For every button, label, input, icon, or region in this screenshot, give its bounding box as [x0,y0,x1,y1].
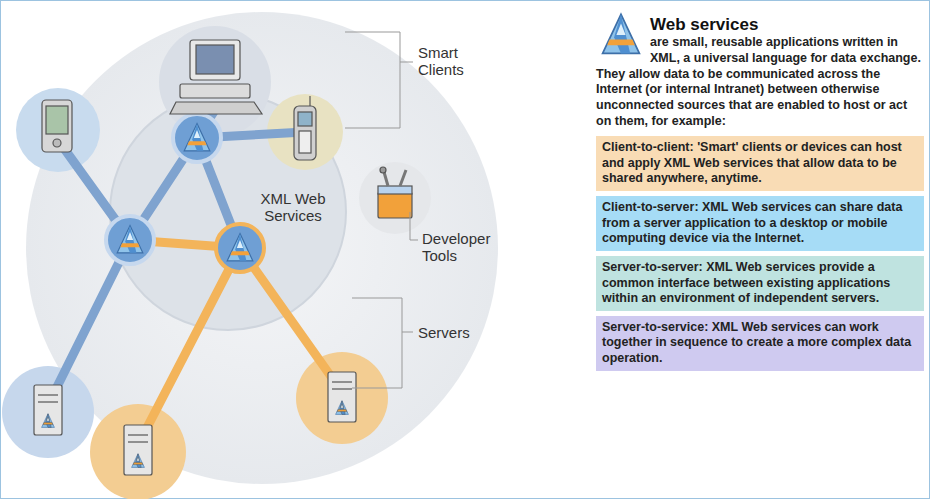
info-box: Server-to-service: XML Web services can … [596,316,924,371]
info-box: Client-to-server: XML Web services can s… [596,196,924,251]
box-text: Server-to-service: XML Web services can … [602,320,918,367]
server-circle [2,366,94,458]
handheld-circle [16,88,100,172]
toolbox-circle [359,162,431,234]
center-label: XML Web Services [252,190,334,225]
service-hub [106,216,154,264]
server-tower [124,425,152,475]
web-services-logo [598,12,644,58]
box-text: Client-to-server: XML Web services can s… [602,200,918,247]
handheld-device [42,100,72,152]
group-label: Smart Clients [418,44,488,79]
bracket [345,32,418,388]
service-hub [173,114,221,162]
server-circle [296,352,388,444]
service-hub [216,224,264,272]
desktop-pc [170,40,262,114]
server-tower [328,372,356,422]
group-label: Servers [418,324,498,341]
info-box: Server-to-server: XML Web services provi… [596,256,924,311]
intro-paragraph: are small, reusable applications written… [596,35,924,129]
developer-toolbox [378,167,412,218]
mobile-phone [294,96,316,160]
group-label: Developer Tools [422,230,512,265]
info-box: Client-to-client: 'Smart' clients or dev… [596,136,924,191]
server-circle [90,404,186,499]
text-panel: Web servicesare small, reusable applicat… [596,12,924,371]
panel-title: Web services [596,15,924,35]
box-text: Client-to-client: 'Smart' clients or dev… [602,140,918,187]
box-text: Server-to-server: XML Web services provi… [602,260,918,307]
server-tower [34,385,62,435]
